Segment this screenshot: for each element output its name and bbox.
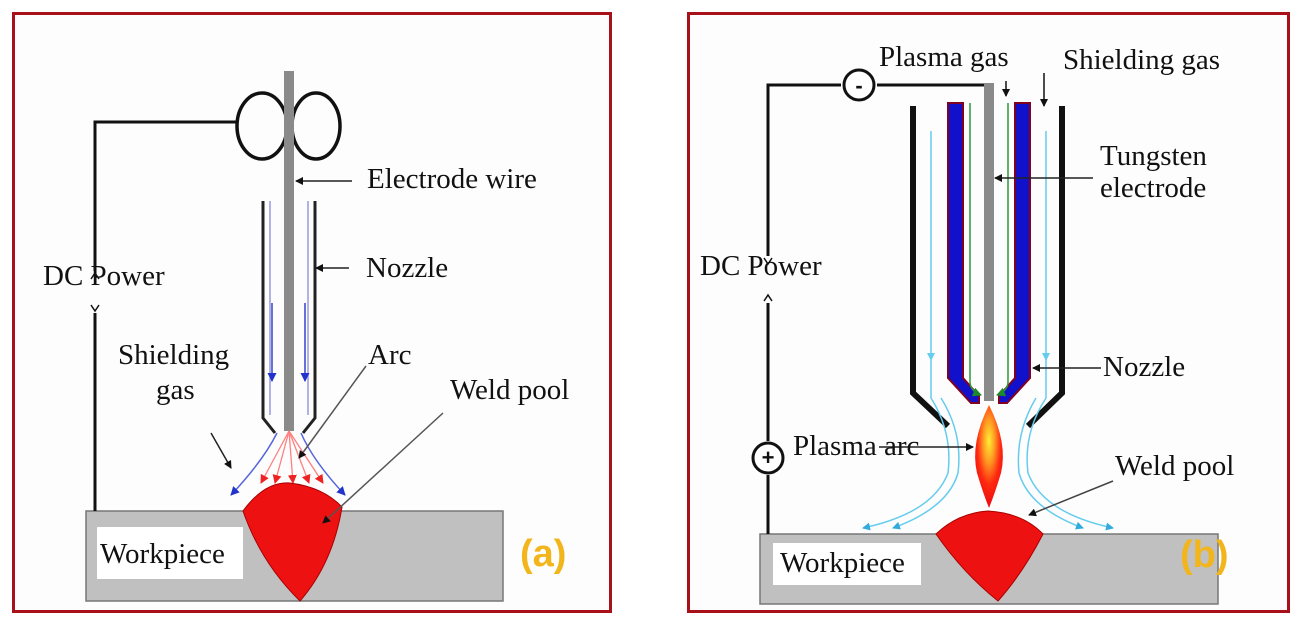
gas-flow-out-right bbox=[300, 432, 346, 496]
weld-pool-b bbox=[935, 510, 1044, 602]
paw-svg: - + Plasma gas bbox=[700, 41, 1234, 605]
label-workpiece: Workpiece bbox=[100, 538, 225, 570]
dc-power-wire-a bbox=[93, 120, 236, 511]
positive-terminal-sign: + bbox=[762, 445, 775, 470]
feed-roller-left bbox=[235, 91, 289, 161]
label-shielding-gas: Shielding gas bbox=[1063, 44, 1220, 76]
label-tungsten-2: electrode bbox=[1100, 172, 1206, 204]
negative-terminal-icon bbox=[842, 68, 876, 102]
plasma-gas-flow-right bbox=[996, 103, 1009, 397]
shielding-gas-flow-left-1 bbox=[862, 131, 950, 531]
panel-tag-a: (a) bbox=[520, 533, 566, 575]
label-nozzle: Nozzle bbox=[366, 252, 448, 284]
dc-power-ticks-a bbox=[90, 271, 100, 313]
shielding-gas-flow-right-2 bbox=[1017, 397, 1084, 530]
dc-power-wire-b bbox=[766, 83, 991, 534]
gmaw-svg: Electrode wire Nozzle DC Power Shielding… bbox=[43, 71, 569, 602]
workpiece-label-bg-b bbox=[773, 543, 921, 585]
plasma-gas-flow-left bbox=[969, 103, 982, 397]
workpiece-label-bg-a bbox=[97, 527, 243, 579]
outer-nozzle-right bbox=[1025, 106, 1065, 429]
weld-pool-leader bbox=[322, 412, 444, 524]
dc-power-ticks-b bbox=[763, 257, 773, 302]
label-weld-pool: Weld pool bbox=[450, 374, 569, 406]
gas-flow-out-left bbox=[230, 432, 278, 496]
label-shielding-gas-2: gas bbox=[156, 374, 195, 406]
outer-nozzle-left bbox=[910, 106, 951, 429]
label-plasma-arc: Plasma arc bbox=[793, 430, 919, 462]
tungsten-electrode bbox=[984, 83, 994, 401]
weld-pool-leader-b bbox=[1028, 480, 1114, 517]
shielding-gas-leader bbox=[210, 432, 232, 469]
constricting-nozzle-left bbox=[947, 102, 980, 404]
label-weld-pool-b: Weld pool bbox=[1115, 450, 1234, 482]
negative-terminal-sign: - bbox=[855, 73, 862, 98]
panel-b-paw-diagram: - + Plasma gas bbox=[687, 12, 1290, 613]
label-dc-power-b: DC Power bbox=[700, 250, 822, 282]
constricting-nozzle-right bbox=[998, 102, 1031, 404]
label-nozzle-b: Nozzle bbox=[1103, 351, 1185, 383]
label-arc: Arc bbox=[368, 339, 411, 371]
shielding-gas-flow-right-1 bbox=[1026, 131, 1114, 531]
label-workpiece-b: Workpiece bbox=[780, 547, 905, 579]
nozzle-left-wall bbox=[261, 201, 277, 434]
label-electrode-wire: Electrode wire bbox=[367, 163, 537, 195]
nozzle-right-wall bbox=[301, 201, 317, 434]
label-dc-power: DC Power bbox=[43, 260, 165, 292]
positive-terminal-icon bbox=[751, 441, 785, 475]
panel-a-gmaw-diagram: Electrode wire Nozzle DC Power Shielding… bbox=[12, 12, 612, 613]
feed-roller-right bbox=[290, 91, 342, 161]
arc-leader bbox=[298, 365, 367, 459]
plasma-arc-flame bbox=[975, 405, 1003, 508]
weld-pool-a bbox=[242, 482, 343, 602]
panel-tag-b: (b) bbox=[1180, 534, 1229, 576]
shielding-gas-flow-left-2 bbox=[892, 397, 960, 530]
shielding-gas-arrowheads bbox=[927, 353, 1050, 361]
electrode-wire bbox=[284, 71, 294, 431]
label-shielding-gas-1: Shielding bbox=[118, 339, 229, 371]
label-plasma-gas: Plasma gas bbox=[879, 41, 1009, 73]
label-tungsten-1: Tungsten bbox=[1100, 140, 1207, 172]
